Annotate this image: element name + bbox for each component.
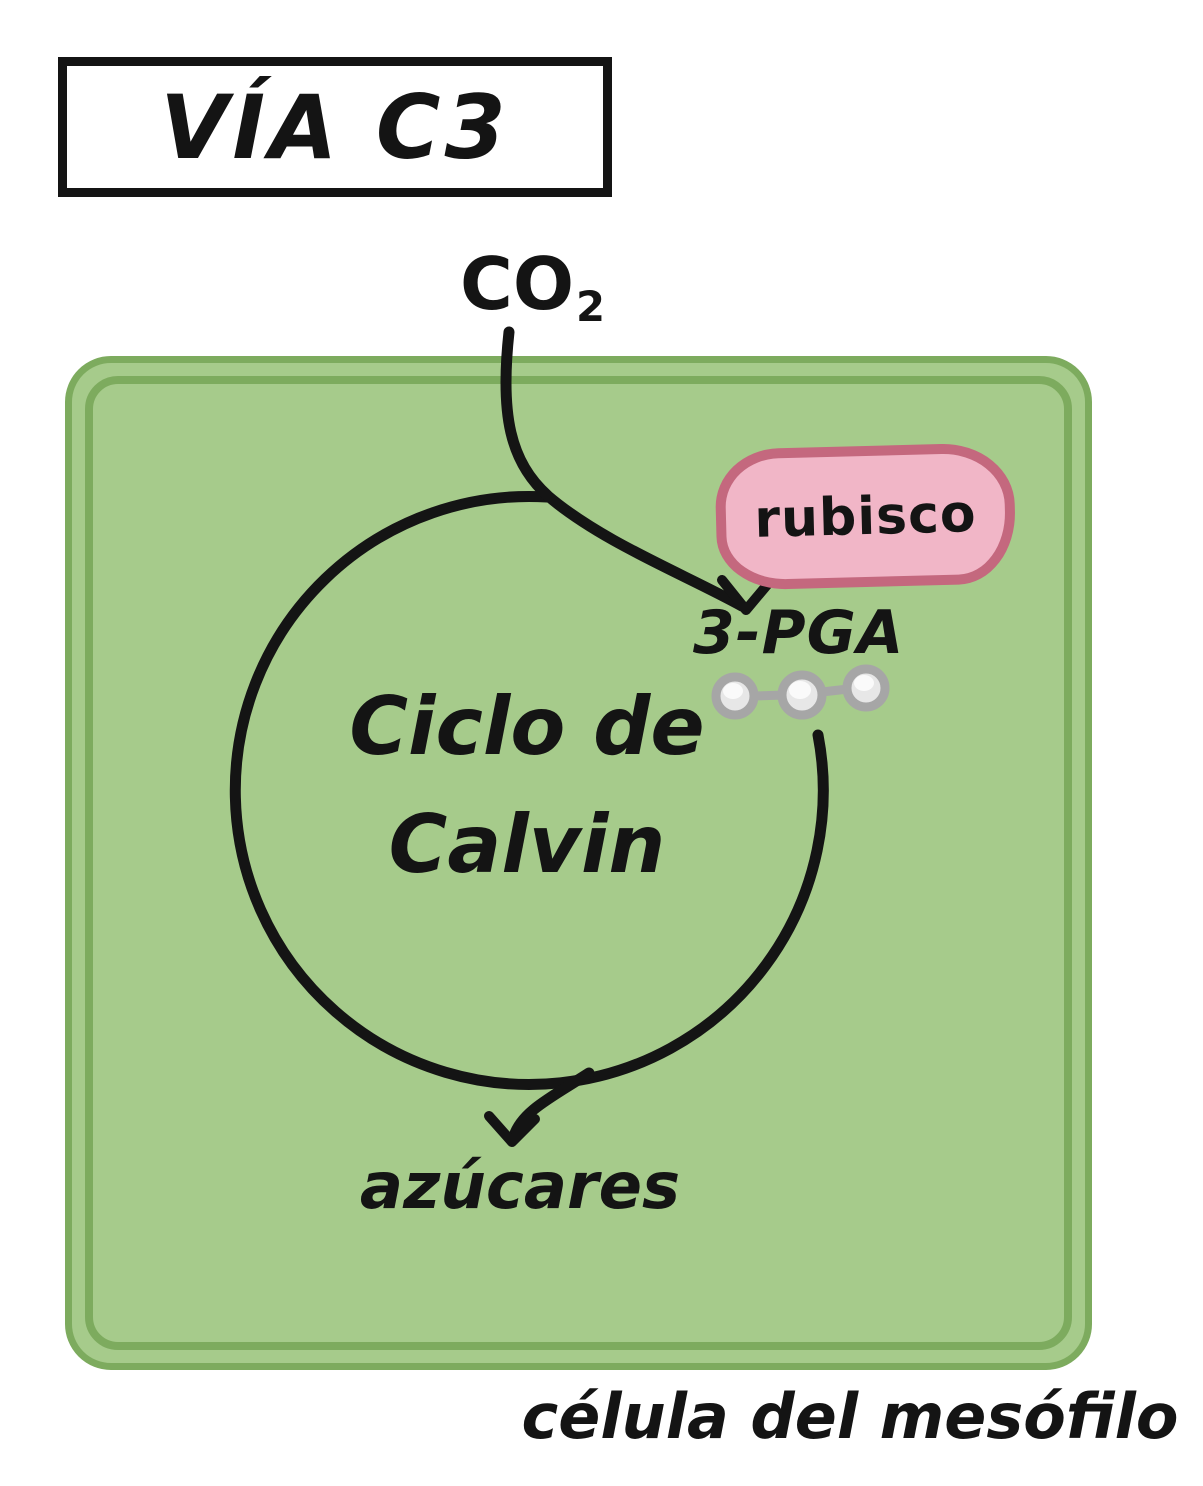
calvin-cycle-circle (229, 490, 829, 1090)
calvin-cycle-label-line1: Ciclo de (349, 680, 705, 773)
co2-arrow (500, 326, 748, 612)
sugars-arrow (508, 1067, 595, 1142)
pga-molecule-icon (711, 664, 890, 720)
co2-formula: CO (460, 242, 575, 326)
co2-label: CO2 (460, 248, 605, 327)
rubisco-blob: rubisco (714, 442, 1017, 591)
sugars-label: azúcares (359, 1150, 681, 1224)
title-box: VÍA C3 (58, 57, 612, 197)
pga-label: 3-PGA (693, 598, 905, 668)
sugars-arrowhead-icon (484, 1111, 540, 1147)
rubisco-label: rubisco (753, 483, 978, 550)
co2-subscript: 2 (576, 281, 606, 331)
cell-inner-membrane-line (85, 376, 1072, 1350)
co2-arrowhead-icon (717, 575, 772, 615)
page-title: VÍA C3 (160, 75, 510, 179)
mesophyll-cell-label: célula del mesófilo (521, 1380, 1179, 1453)
calvin-cycle-label: Ciclo de Calvin (277, 668, 777, 904)
calvin-cycle-label-line2: Calvin (388, 798, 666, 891)
